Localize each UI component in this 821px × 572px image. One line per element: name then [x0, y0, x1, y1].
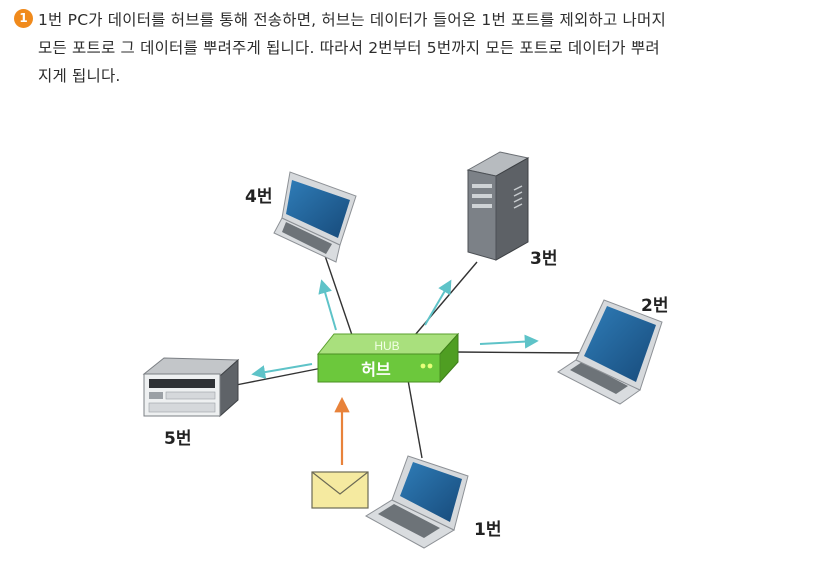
pc4-label: 4번 — [245, 187, 273, 207]
hub-device — [316, 332, 460, 384]
cable-hub-pc5 — [235, 367, 323, 386]
arrow-to-pc4 — [318, 279, 337, 331]
pc2-label: 2번 — [641, 296, 669, 316]
laptop-icon — [557, 299, 663, 405]
hub-label: 허브 — [361, 360, 391, 379]
arrow-to-pc5 — [251, 363, 313, 379]
server-tower-icon — [466, 151, 530, 261]
pc3-label: 3번 — [530, 249, 558, 269]
arrow-to-pc2 — [479, 334, 539, 349]
laptop-icon — [365, 455, 469, 549]
cable-hub-pc1 — [407, 379, 423, 459]
cable-hub-pc2 — [455, 351, 588, 354]
description-line-2: 모든 포트로 그 데이터를 뿌려주게 됩니다. 따라서 2번부터 5번까지 모든… — [38, 39, 660, 57]
pc1-label: 1번 — [474, 520, 502, 540]
description-line-1: 1번 PC가 데이터를 허브를 통해 전송하면, 허브는 데이터가 들어온 1번… — [38, 11, 666, 29]
envelope-icon — [311, 471, 369, 509]
cable-hub-pc4 — [321, 246, 353, 336]
hub-top-label: HUB — [374, 339, 399, 353]
laptop-icon — [273, 171, 357, 263]
pc5-label: 5번 — [164, 429, 192, 449]
step-number-badge: 1 — [14, 9, 33, 28]
description-paragraph: 1 1번 PC가 데이터를 허브를 통해 전송하면, 허브는 데이터가 들어온 … — [14, 6, 814, 90]
arrow-to-pc3 — [424, 279, 452, 326]
cable-hub-pc3 — [414, 261, 478, 336]
server-rack-icon — [142, 357, 240, 418]
description-line-3: 지게 됩니다. — [38, 67, 121, 85]
